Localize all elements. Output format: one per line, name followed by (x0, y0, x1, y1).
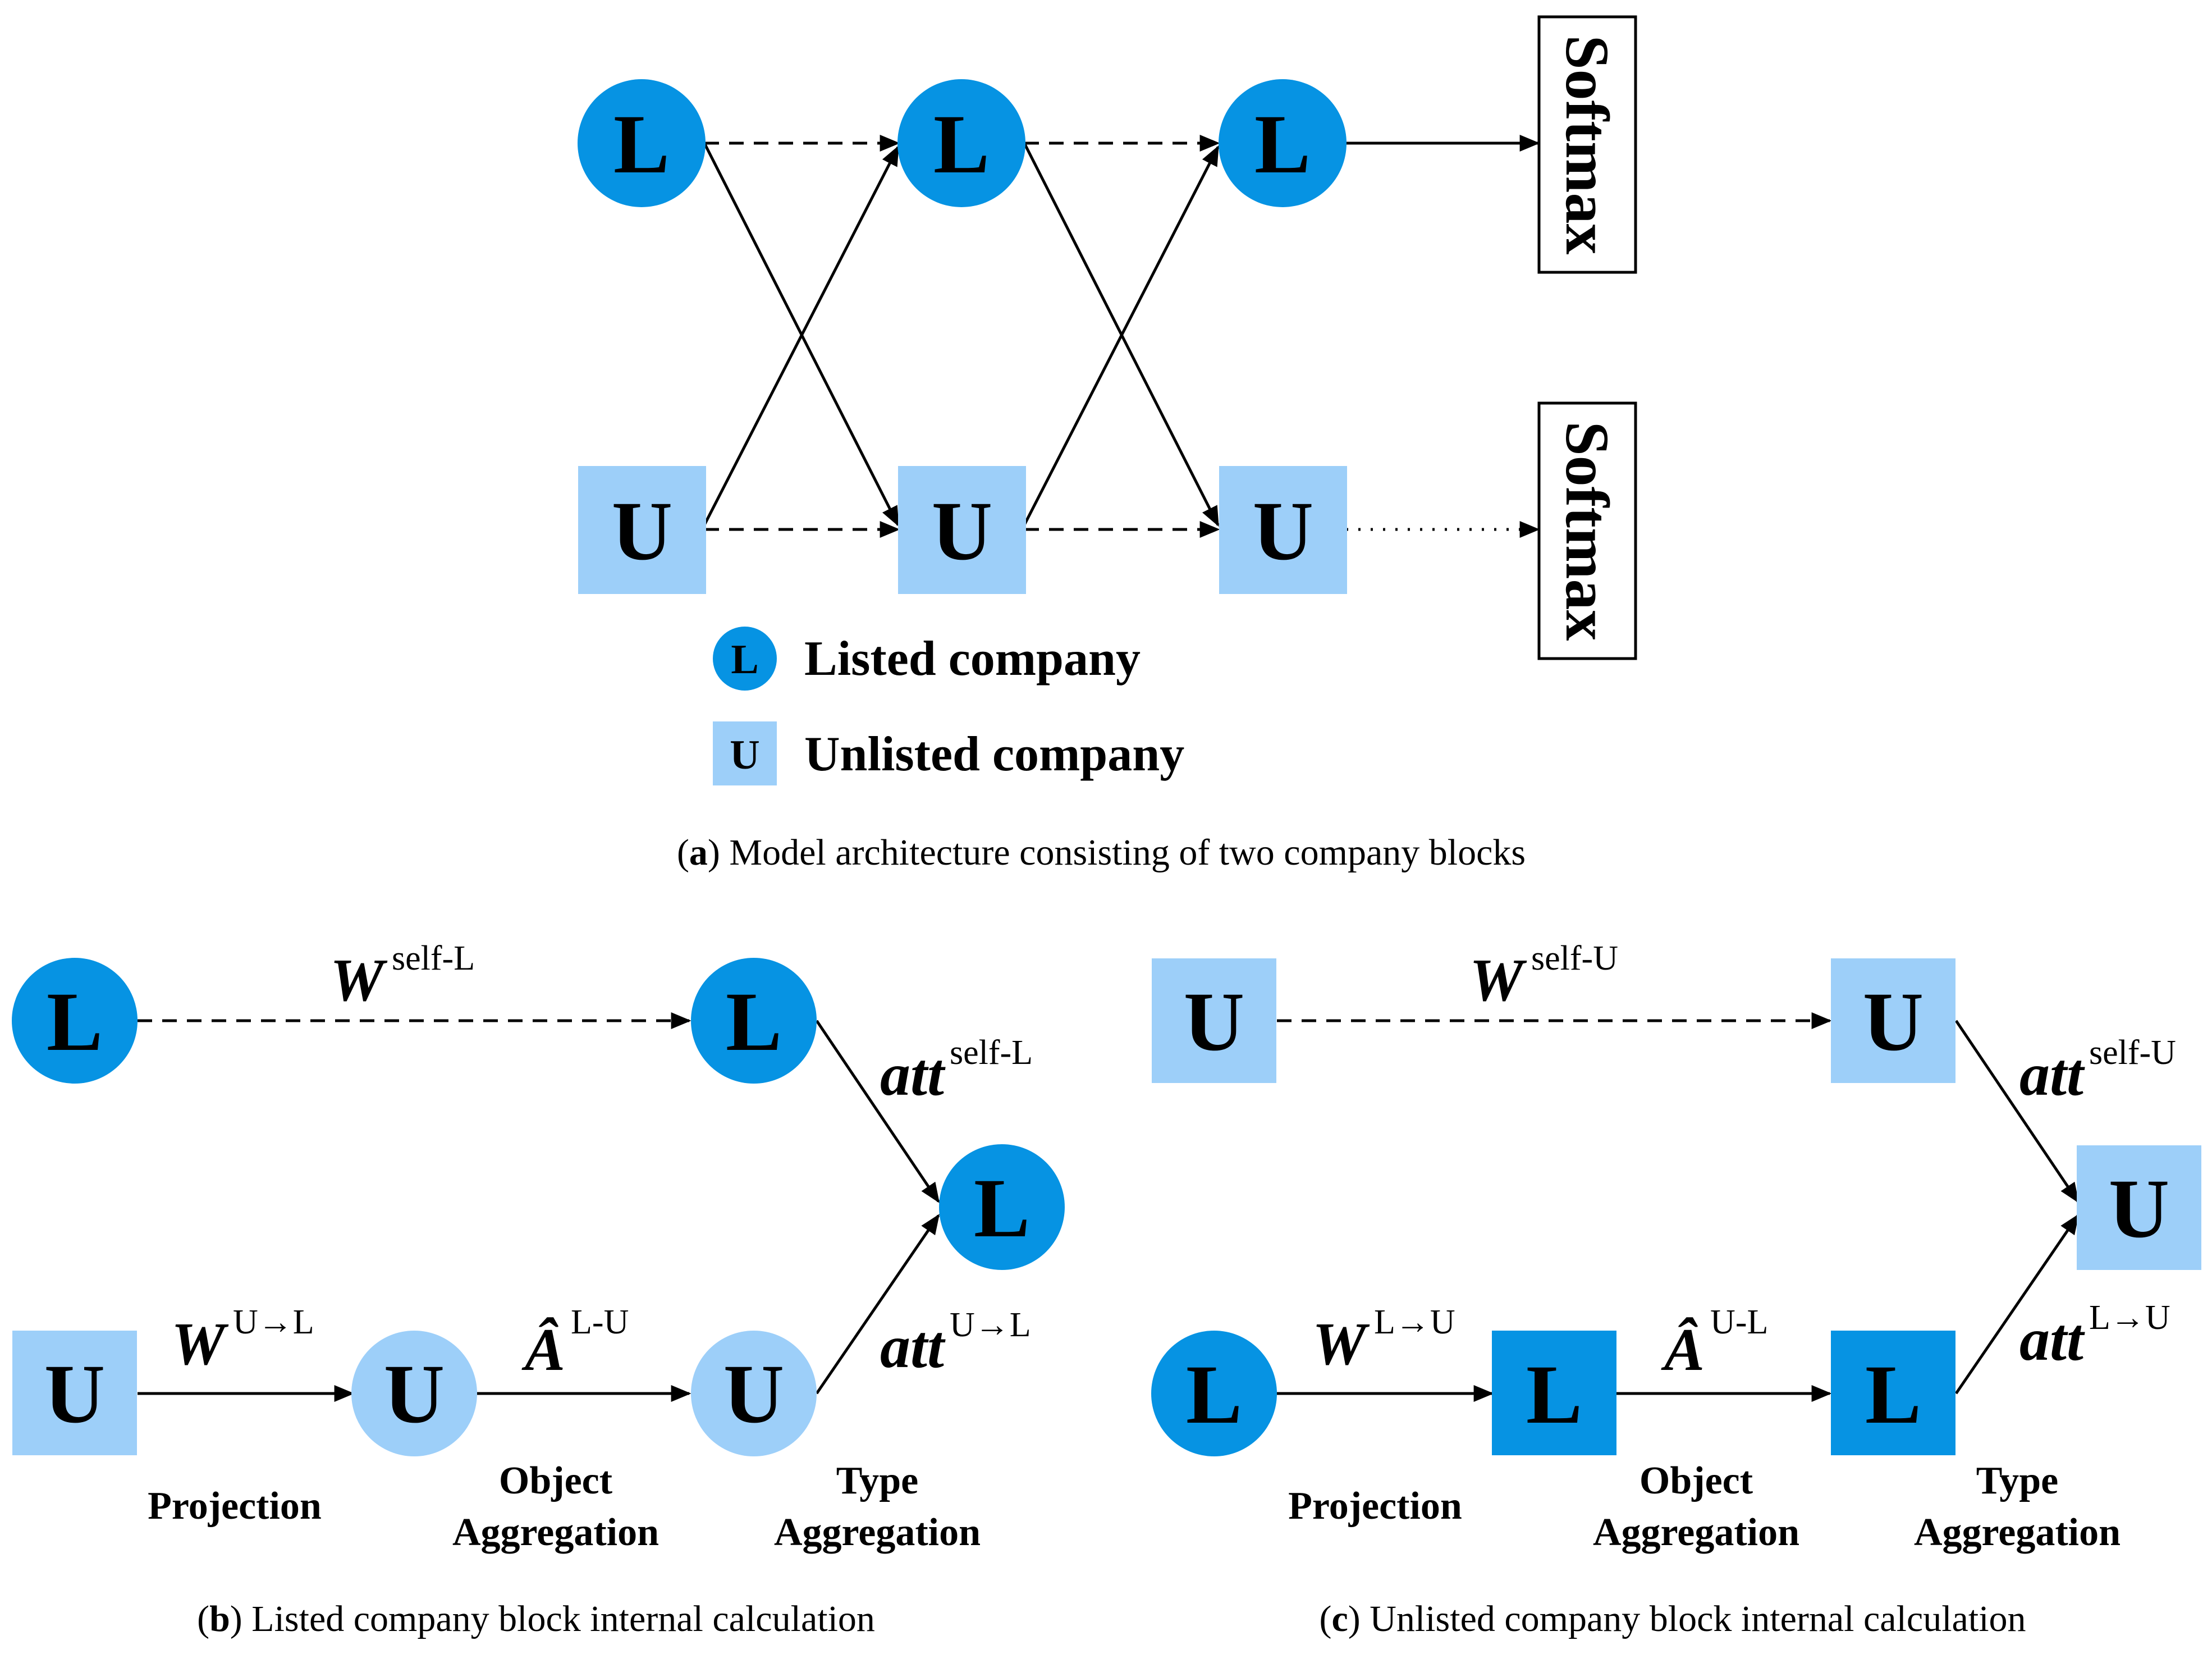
caption-a-text: Model architecture consisting of two com… (720, 832, 1526, 873)
edge-c-type-att (1954, 1214, 2080, 1395)
unlisted-node-b-source: U (12, 1331, 137, 1455)
edge-u1-l2 (703, 145, 900, 526)
node-label: U (932, 485, 992, 578)
caption-c-text: Unlisted company block internal calculat… (1361, 1598, 2026, 1639)
unlisted-node-c-source: U (1152, 958, 1276, 1083)
node-label: U (1184, 975, 1244, 1068)
listed-node-b-output: L (939, 1144, 1065, 1270)
unlisted-node-b-aggregated: U (691, 1331, 817, 1456)
listed-node-a1: L (578, 79, 706, 207)
c-stage-projection: Projection (1288, 1484, 1462, 1528)
listed-node-c-source: L (1151, 1331, 1277, 1456)
node-label: U (44, 1347, 105, 1441)
node-label: L (933, 98, 990, 191)
listed-node-b-self: L (691, 958, 817, 1084)
legend-listed-marker: L (713, 627, 777, 691)
node-label: L (613, 98, 670, 191)
panel-a: L L L U U U Softmax Softmax (578, 15, 1637, 873)
listed-node-c-projected: L (1492, 1331, 1616, 1455)
c-stage-object-line1: Object (1639, 1459, 1753, 1502)
panel-b-edges (138, 1012, 940, 1402)
legend-unlisted-marker: U (713, 721, 777, 785)
listed-node-b-source: L (12, 958, 138, 1084)
caption-c-tag: c (1331, 1598, 1348, 1639)
unlisted-node-b-projected: U (351, 1331, 477, 1456)
listed-node-a2: L (897, 79, 1025, 207)
unlisted-node-a3: U (1219, 466, 1347, 594)
softmax-box-top: Softmax (1537, 15, 1637, 274)
node-label: U (1863, 975, 1924, 1068)
caption-a: (a) Model architecture consisting of two… (677, 832, 1526, 873)
edge-c-self-att (1954, 1020, 2080, 1203)
b-stage-projection: Projection (148, 1484, 322, 1528)
legend-listed-text: Listed company (804, 632, 1141, 686)
node-label: L (974, 1162, 1030, 1255)
listed-node-c-aggregated: L (1831, 1331, 1955, 1455)
caption-b-text: Listed company block internal calculatio… (242, 1598, 875, 1639)
node-label: L (1526, 1348, 1582, 1441)
caption-b-tag: b (209, 1598, 230, 1639)
panel-c-edges (1277, 1012, 2080, 1402)
softmax-label: Softmax (1553, 35, 1622, 254)
node-label: U (2109, 1162, 2169, 1255)
unlisted-node-c-self: U (1831, 958, 1955, 1083)
b-stage-type-line1: Type (836, 1459, 919, 1502)
b-stage-object-line1: Object (499, 1459, 612, 1502)
c-stage-type-line1: Type (1976, 1459, 2059, 1502)
unlisted-node-a2: U (898, 466, 1026, 594)
edge-u2-l3 (1023, 145, 1220, 526)
b-stage-type-line2: Aggregation (774, 1511, 981, 1554)
caption-a-tag: a (689, 832, 708, 873)
legend-marker-label: U (730, 732, 759, 778)
c-stage-object-line2: Aggregation (1593, 1511, 1799, 1554)
unlisted-node-a1: U (578, 466, 706, 594)
edge-b-type-att (815, 1214, 940, 1395)
node-label: U (1253, 485, 1313, 578)
node-label: L (1254, 98, 1311, 191)
b-stage-object-line2: Aggregation (452, 1511, 659, 1554)
node-label: L (47, 975, 103, 1068)
legend: L Listed company U Unlisted company (713, 627, 1184, 785)
unlisted-node-c-output: U (2077, 1145, 2201, 1270)
node-label: U (384, 1347, 445, 1441)
caption-b: (b) Listed company block internal calcul… (197, 1598, 875, 1639)
softmax-box-bottom: Softmax (1537, 401, 1637, 660)
panel-a-edges (703, 135, 1540, 538)
edge-b-self-att (815, 1020, 940, 1203)
node-label: L (1186, 1348, 1242, 1441)
node-label: L (726, 975, 782, 1068)
softmax-label: Softmax (1553, 421, 1622, 641)
legend-marker-label: L (731, 637, 758, 683)
caption-c: (c) Unlisted company block internal calc… (1319, 1598, 2026, 1639)
c-stage-type-line2: Aggregation (1914, 1511, 2121, 1554)
node-label: U (612, 485, 672, 578)
legend-unlisted-text: Unlisted company (804, 727, 1184, 782)
node-label: U (723, 1347, 784, 1441)
node-label: L (1865, 1348, 1921, 1441)
listed-node-a3: L (1219, 79, 1347, 207)
